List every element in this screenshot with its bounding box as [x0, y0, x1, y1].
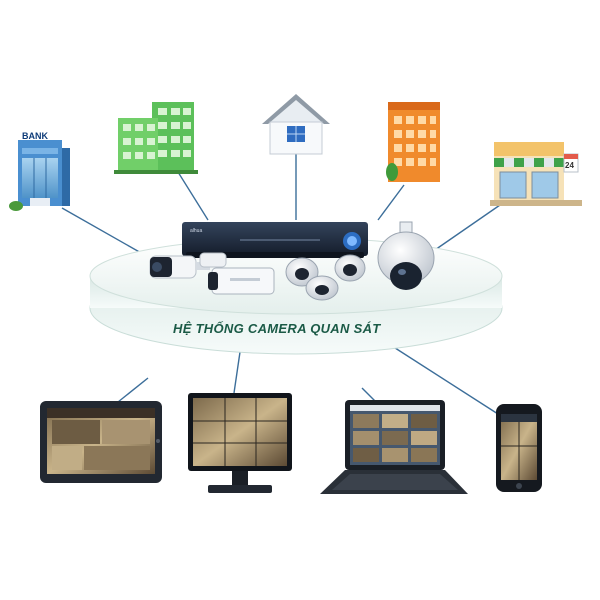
link-monitor [234, 352, 240, 393]
dome-camera-icon [306, 276, 338, 300]
office-building-icon [114, 102, 198, 174]
system-title: HỆ THỐNG CAMERA QUAN SÁT [173, 321, 381, 336]
smartphone-icon [496, 404, 542, 492]
bank-building-icon: BANK [9, 131, 70, 211]
monitor-icon [188, 393, 292, 493]
shop-number: 24 [565, 161, 574, 170]
link-tablet [118, 378, 148, 402]
laptop-icon [320, 400, 468, 494]
bank-sign: BANK [22, 131, 48, 141]
link-office [178, 172, 208, 220]
link-apartment [378, 185, 404, 220]
dvr-brand: alhua [190, 228, 202, 234]
dome-camera-icon [335, 255, 365, 281]
house-icon [262, 94, 330, 154]
link-laptop [362, 388, 376, 402]
link-bank [62, 208, 150, 258]
shop-icon: 24 [490, 142, 582, 206]
apartment-building-icon [386, 102, 440, 182]
tablet-icon [40, 401, 162, 483]
link-shop [432, 205, 500, 252]
